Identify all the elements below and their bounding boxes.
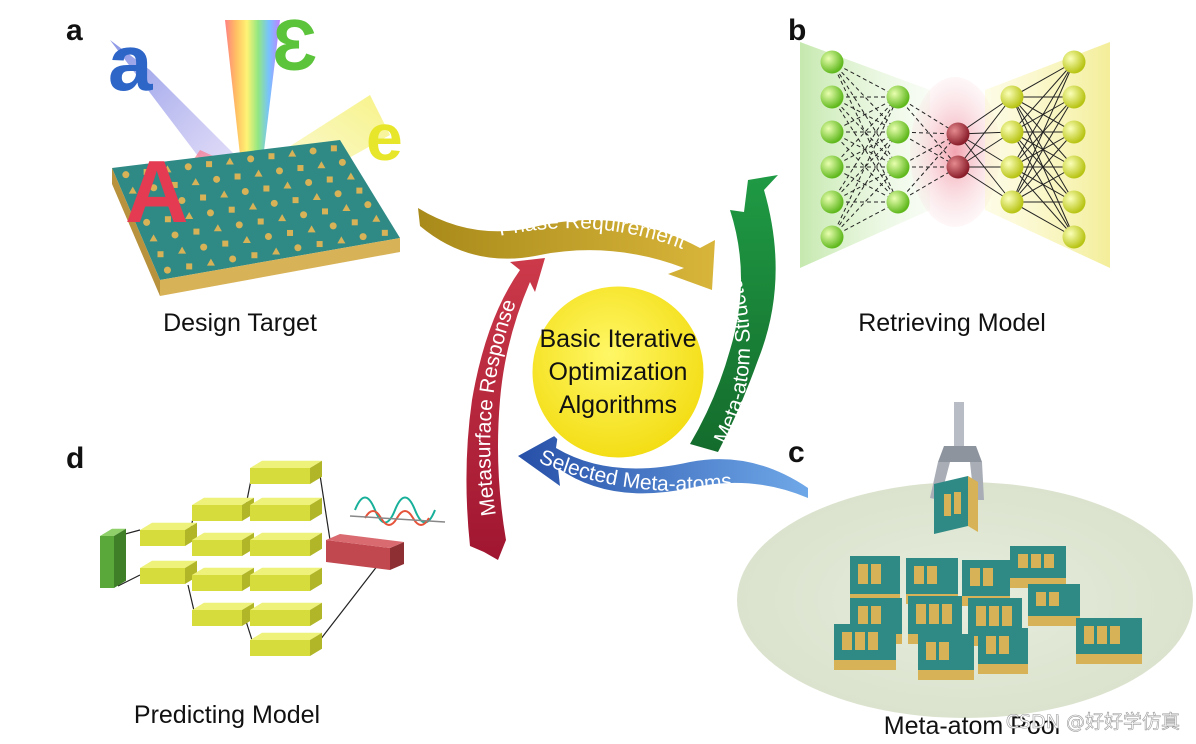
neuron: [886, 120, 910, 144]
panel-d-predicting-model: d Predicting Model: [66, 442, 446, 729]
panel-letter-b: b: [788, 14, 806, 47]
neuron: [1000, 85, 1024, 109]
neuron: [886, 85, 910, 109]
panel-c-meta-atom-pool: c Meta-atom Pool: [737, 402, 1193, 740]
robot-gripper-icon: [930, 402, 984, 534]
panel-letter-c: c: [788, 436, 805, 469]
network-neurons: [820, 50, 1086, 249]
center-line-2: Optimization: [549, 358, 688, 386]
arrow-metasurface-response: [466, 258, 545, 560]
neuron: [820, 120, 844, 144]
predictor-layers: [100, 460, 322, 656]
meta-atom-studs: [122, 145, 388, 274]
metasurface-substrate: [112, 140, 400, 280]
neuron: [1000, 155, 1024, 179]
neuron: [886, 155, 910, 179]
caption-retrieving-model: Retrieving Model: [858, 309, 1046, 337]
neuron: [886, 190, 910, 214]
neuron: [1062, 120, 1086, 144]
optimization-cycle: Phase Requirement Meta-atom Structure Se…: [418, 175, 808, 560]
label-metasurface-response: Metasurface Response: [472, 296, 521, 517]
neuron: [1062, 85, 1086, 109]
caption-design-target: Design Target: [163, 309, 317, 337]
neuron: [1000, 120, 1024, 144]
arrow-phase-requirement: [418, 208, 715, 290]
neuron: [820, 225, 844, 249]
panel-letter-d: d: [66, 442, 84, 475]
neuron: [820, 50, 844, 74]
panel-b-retrieving-model: b Retrieving Model: [788, 14, 1110, 337]
light-beam-rainbow: [225, 20, 280, 200]
center-line-3: Algorithms: [559, 391, 677, 419]
panel-a-design-target: a A Ɛ e a Design Target: [66, 6, 403, 337]
neuron: [820, 85, 844, 109]
spectrum-wave-icon: [349, 496, 446, 526]
neuron: [1062, 225, 1086, 249]
neuron: [1062, 190, 1086, 214]
neuron: [1062, 50, 1086, 74]
arrow-selected-meta-atoms: [518, 434, 808, 498]
letter-a-small: a: [108, 18, 153, 107]
latent-glow: [910, 77, 1000, 227]
neuron: [946, 155, 970, 179]
panel-letter-a: a: [66, 14, 83, 47]
neuron: [1062, 155, 1086, 179]
neuron: [820, 190, 844, 214]
caption-meta-atom-pool: Meta-atom Pool: [884, 712, 1060, 740]
decoder-glow: [985, 42, 1110, 268]
center-circle: [527, 281, 709, 463]
letter-e-big: Ɛ: [272, 6, 317, 86]
meta-atom-tiles: [834, 546, 1142, 680]
neuron: [820, 155, 844, 179]
letter-e-small: e: [366, 100, 403, 174]
neuron: [946, 122, 970, 146]
watermark: CSDN @好好学仿真: [1006, 711, 1180, 733]
arrow-meta-atom-structure: [690, 175, 778, 452]
center-line-1: Basic Iterative: [539, 325, 696, 353]
neuron: [1000, 190, 1024, 214]
gold-layer: [160, 238, 400, 296]
caption-predicting-model: Predicting Model: [134, 701, 320, 729]
letter-a-big: A: [125, 142, 189, 241]
